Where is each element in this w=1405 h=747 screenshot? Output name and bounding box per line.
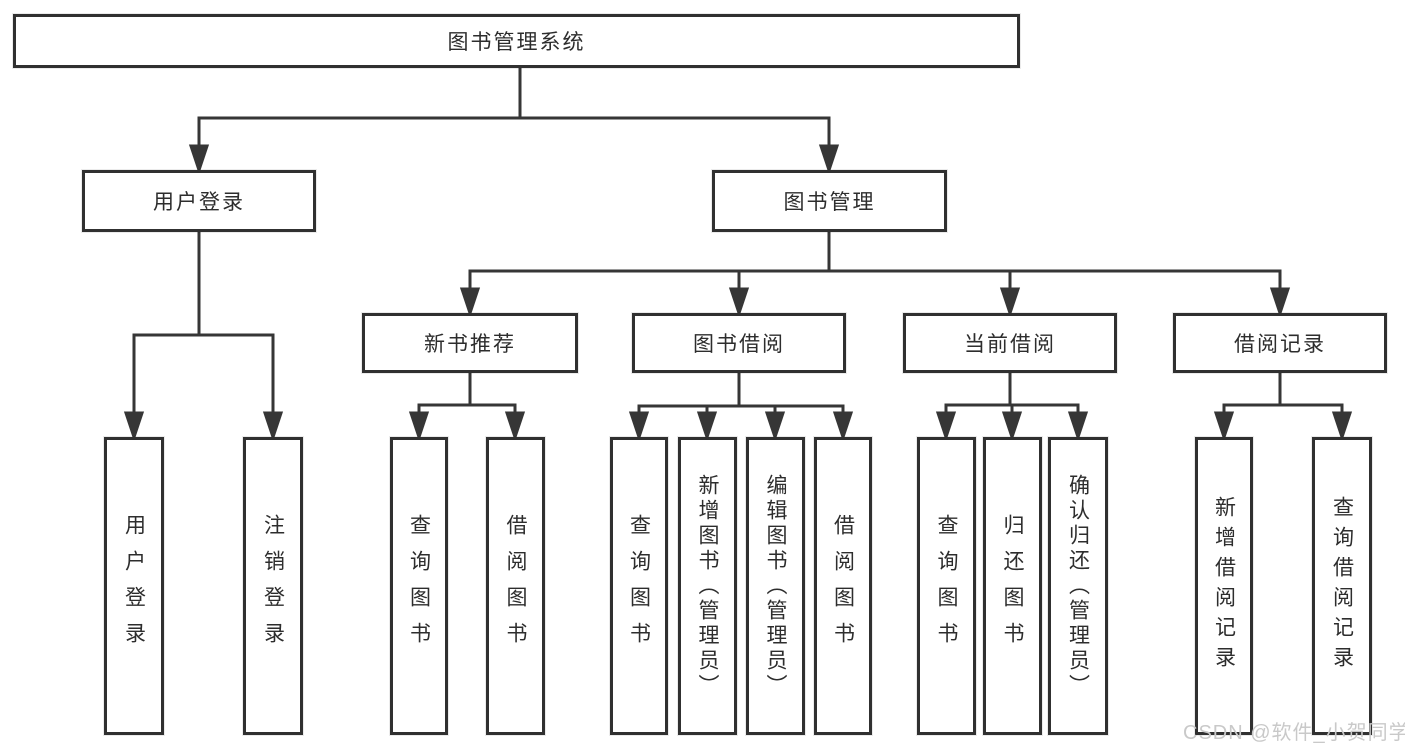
node-cb-query-book-label: 查询图书 bbox=[935, 514, 958, 658]
node-bb-add-book-label: 新增图书（管理员） bbox=[696, 473, 719, 699]
node-user-login: 用户登录 bbox=[82, 170, 316, 232]
node-br-add-record: 新增借阅记录 bbox=[1195, 437, 1253, 735]
node-book-borrow: 图书借阅 bbox=[632, 313, 846, 373]
node-book-mgmt: 图书管理 bbox=[712, 170, 947, 232]
node-book-mgmt-label: 图书管理 bbox=[783, 191, 876, 214]
node-current-borrow-label: 当前借阅 bbox=[964, 333, 1056, 356]
connector-book-borrow-children bbox=[628, 373, 854, 442]
watermark: CSDN @软件_小贺同学 bbox=[1183, 722, 1405, 744]
node-cb-return-book: 归还图书 bbox=[983, 437, 1042, 735]
node-book-borrow-label: 图书借阅 bbox=[693, 333, 785, 356]
node-nbr-borrow-book: 借阅图书 bbox=[486, 437, 545, 735]
node-br-query-record-label: 查询借阅记录 bbox=[1330, 496, 1354, 676]
node-ul-user-login: 用户登录 bbox=[104, 437, 164, 735]
node-ul-logout-label: 注销登录 bbox=[261, 514, 285, 658]
node-user-login-label: 用户登录 bbox=[153, 191, 245, 214]
node-borrow-records-label: 借阅记录 bbox=[1234, 333, 1326, 356]
node-cb-confirm-return-label: 确认归还（管理员） bbox=[1066, 473, 1090, 699]
node-bb-edit-book-label: 编辑图书（管理员） bbox=[764, 473, 787, 699]
node-bb-borrow-book-label: 借阅图书 bbox=[831, 514, 855, 658]
node-new-book-rec-label: 新书推荐 bbox=[424, 333, 516, 356]
node-cb-return-book-label: 归还图书 bbox=[1001, 514, 1024, 658]
node-nbr-query-book: 查询图书 bbox=[390, 437, 448, 735]
node-br-add-record-label: 新增借阅记录 bbox=[1212, 496, 1236, 676]
node-bb-add-book: 新增图书（管理员） bbox=[678, 437, 737, 735]
node-bb-borrow-book: 借阅图书 bbox=[814, 437, 872, 735]
node-bb-edit-book: 编辑图书（管理员） bbox=[746, 437, 805, 735]
node-nbr-borrow-book-label: 借阅图书 bbox=[504, 514, 527, 658]
node-bb-query-book-label: 查询图书 bbox=[627, 514, 651, 658]
connector-book-mgmt-to-level3 bbox=[459, 232, 1291, 318]
node-br-query-record: 查询借阅记录 bbox=[1312, 437, 1372, 735]
connector-current-borrow-children bbox=[935, 373, 1089, 442]
node-current-borrow: 当前借阅 bbox=[903, 313, 1117, 373]
node-ul-user-login-label: 用户登录 bbox=[122, 514, 146, 658]
node-cb-confirm-return: 确认归还（管理员） bbox=[1048, 437, 1108, 735]
node-cb-query-book: 查询图书 bbox=[917, 437, 976, 735]
connector-borrow-records-children bbox=[1213, 373, 1353, 442]
node-borrow-records: 借阅记录 bbox=[1173, 313, 1387, 373]
node-ul-logout: 注销登录 bbox=[243, 437, 303, 735]
connector-new-book-rec-children bbox=[408, 373, 526, 442]
connector-user-login-children bbox=[123, 232, 284, 442]
connector-root-to-level2 bbox=[188, 68, 840, 175]
node-nbr-query-book-label: 查询图书 bbox=[407, 514, 431, 658]
node-root: 图书管理系统 bbox=[13, 14, 1020, 68]
node-root-label: 图书管理系统 bbox=[447, 31, 586, 54]
node-bb-query-book: 查询图书 bbox=[610, 437, 668, 735]
node-new-book-rec: 新书推荐 bbox=[362, 313, 578, 373]
